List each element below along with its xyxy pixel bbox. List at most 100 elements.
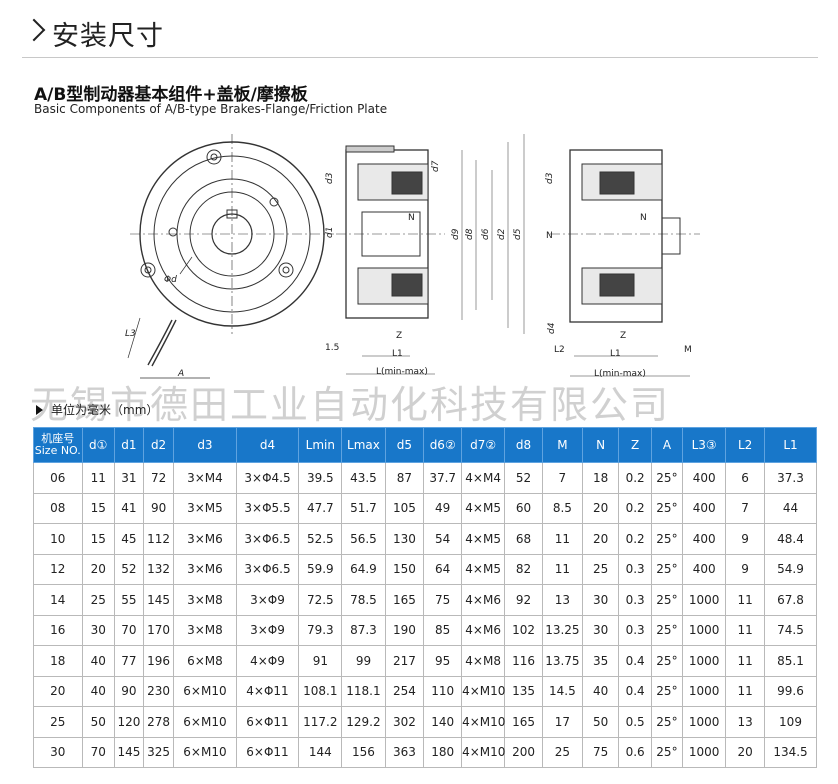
table-cell: 25 xyxy=(81,584,115,616)
table-cell: 20 xyxy=(725,736,766,768)
phi-d-label: Φd xyxy=(164,275,177,285)
table-cell: 25° xyxy=(650,645,684,677)
l2-label: L2 xyxy=(554,345,565,355)
table-cell: 70 xyxy=(113,614,144,646)
d6-label: d6 xyxy=(481,228,491,240)
table-cell: 30 xyxy=(581,614,620,646)
table-cell: 11 xyxy=(725,614,766,646)
size-cell: 20 xyxy=(33,675,83,707)
table-cell: 3×Φ6.5 xyxy=(235,553,300,585)
table-cell: 51.7 xyxy=(341,492,386,524)
table-cell: 25° xyxy=(650,462,684,494)
table-cell: 85 xyxy=(423,614,463,646)
d4-label: d4 xyxy=(547,322,557,334)
table-cell: 99 xyxy=(341,645,386,677)
column-header: Lmax xyxy=(341,427,386,463)
table-cell: 13.25 xyxy=(541,614,583,646)
table-cell: 363 xyxy=(384,736,425,768)
d1-label: d1 xyxy=(325,227,335,238)
table-cell: 3×Φ4.5 xyxy=(235,462,300,494)
table-cell: 25° xyxy=(650,553,684,585)
unit-note-text: 单位为毫米（mm） xyxy=(51,403,159,417)
d2-label: d2 xyxy=(497,228,507,240)
chevron-right-icon xyxy=(22,18,46,42)
table-cell: 43.5 xyxy=(341,462,386,494)
column-header: Lmin xyxy=(298,427,343,463)
column-header: L1 xyxy=(764,427,817,463)
table-cell: 55 xyxy=(113,584,144,616)
table-cell: 110 xyxy=(423,675,463,707)
size-cell: 10 xyxy=(33,523,83,555)
table-cell: 8.5 xyxy=(541,492,583,524)
table-cell: 13 xyxy=(725,706,766,738)
table-cell: 74.5 xyxy=(764,614,817,646)
table-cell: 4×M6 xyxy=(461,614,506,646)
table-cell: 31 xyxy=(113,462,144,494)
table-cell: 4×M10 xyxy=(461,736,505,768)
table-cell: 0.3 xyxy=(618,553,652,585)
table-cell: 129.2 xyxy=(341,706,386,738)
n-label-b: N xyxy=(546,231,553,241)
table-cell: 6 xyxy=(725,462,766,494)
z-label-b: Z xyxy=(620,331,626,341)
table-cell: 0.2 xyxy=(618,492,652,524)
table-cell: 56.5 xyxy=(341,523,386,555)
table-cell: 190 xyxy=(384,614,425,646)
table-cell: 4×M5 xyxy=(461,553,506,585)
table-cell: 0.3 xyxy=(618,614,652,646)
l3-label: L3 xyxy=(125,329,136,339)
table-cell: 68 xyxy=(504,523,543,555)
table-cell: 102 xyxy=(504,614,543,646)
table-cell: 254 xyxy=(384,675,425,707)
table-cell: 170 xyxy=(142,614,175,646)
table-cell: 75 xyxy=(581,736,620,768)
section-header: 安装尺寸 xyxy=(22,14,818,58)
table-cell: 3×M8 xyxy=(173,584,237,616)
table-cell: 3×M5 xyxy=(173,492,237,524)
size-cell: 18 xyxy=(33,645,83,677)
table-cell: 25° xyxy=(650,675,684,707)
table-cell: 0.2 xyxy=(618,523,652,555)
table-cell: 11 xyxy=(541,523,583,555)
table-cell: 99.6 xyxy=(764,675,817,707)
table-cell: 15 xyxy=(81,492,115,524)
z-label-a: Z xyxy=(396,331,402,341)
d3-label: d3 xyxy=(325,172,335,184)
table-cell: 1000 xyxy=(682,584,727,616)
size-cell: 06 xyxy=(33,462,83,494)
table-cell: 72.5 xyxy=(298,584,343,616)
column-header: L2 xyxy=(725,427,766,463)
table-cell: 4×M5 xyxy=(461,492,506,524)
table-cell: 90 xyxy=(113,675,144,707)
table-cell: 4×Φ9 xyxy=(235,645,300,677)
table-cell: 4×M10 xyxy=(461,675,505,707)
table-cell: 95 xyxy=(423,645,463,677)
table-cell: 6×Φ11 xyxy=(235,706,300,738)
table-cell: 52.5 xyxy=(298,523,343,555)
table-cell: 54.9 xyxy=(764,553,817,585)
table-cell: 20 xyxy=(581,523,620,555)
table-cell: 72 xyxy=(142,462,175,494)
table-cell: 6×Φ11 xyxy=(235,736,300,768)
d9-label: d9 xyxy=(451,228,461,240)
table-cell: 17 xyxy=(541,706,583,738)
table-cell: 7 xyxy=(541,462,583,494)
table-cell: 4×M6 xyxy=(461,584,506,616)
table-cell: 50 xyxy=(81,706,115,738)
table-cell: 37.3 xyxy=(764,462,817,494)
table-cell: 196 xyxy=(142,645,175,677)
table-cell: 400 xyxy=(682,492,727,524)
table-cell: 82 xyxy=(504,553,543,585)
section-divider xyxy=(22,57,818,58)
table-cell: 4×M8 xyxy=(461,645,506,677)
table-cell: 0.5 xyxy=(618,706,652,738)
column-header: M xyxy=(541,427,583,463)
table-cell: 108.1 xyxy=(298,675,343,707)
table-cell: 278 xyxy=(142,706,175,738)
table-cell: 25° xyxy=(650,523,684,555)
table-cell: 0.3 xyxy=(618,584,652,616)
angle-a-label: A xyxy=(177,369,184,379)
